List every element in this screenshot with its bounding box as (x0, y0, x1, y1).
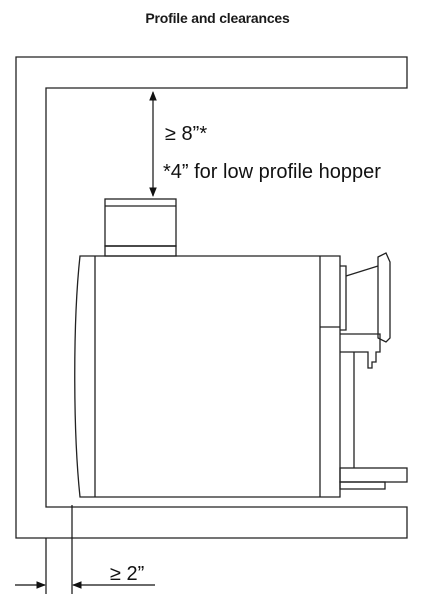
coffee-machine (74, 198, 408, 498)
top-clearance-label: ≥ 8”* (165, 123, 207, 145)
top-clearance-note: *4” for low profile hopper (163, 161, 381, 183)
diagram-title: Profile and clearances (145, 10, 290, 26)
side-dimension (15, 505, 155, 594)
cabinet-enclosure (15, 56, 408, 539)
side-clearance-label: ≥ 2” (110, 563, 144, 585)
top-dimension: ≥ 8”* *4” for low profile hopper (149, 91, 381, 197)
